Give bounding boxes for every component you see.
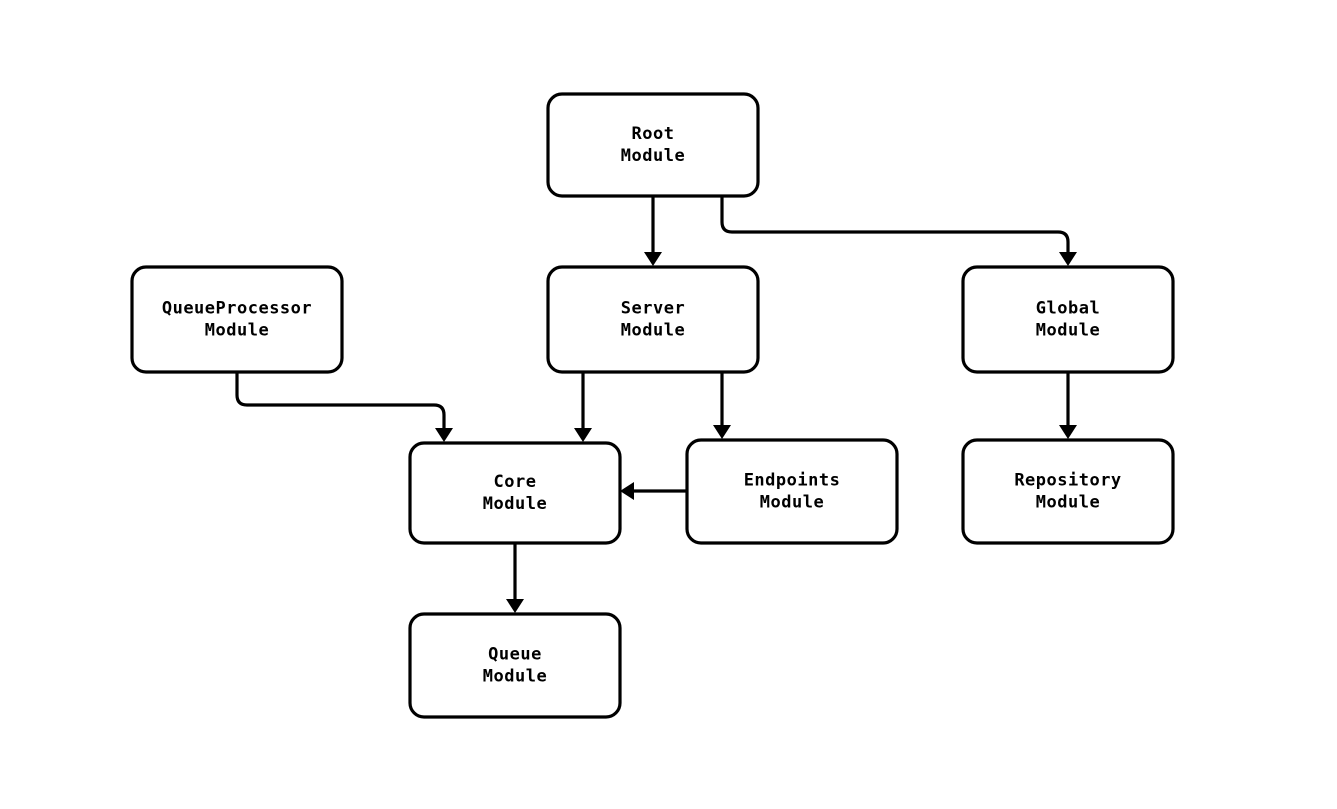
arrow-head-icon xyxy=(644,252,662,266)
nodes-layer: RootModuleQueueProcessorModuleServerModu… xyxy=(130,92,1175,719)
arrow-head-icon xyxy=(506,599,524,613)
node-box[interactable] xyxy=(546,92,760,198)
edge-global-to-repository xyxy=(1059,372,1077,439)
arrow-head-icon xyxy=(1059,252,1077,266)
node-box[interactable] xyxy=(961,265,1175,374)
edge-line xyxy=(235,372,446,428)
arrow-head-icon xyxy=(435,428,453,442)
edge-queueprocessor-to-core xyxy=(235,372,453,442)
node-label-line2: Module xyxy=(621,146,685,166)
node-label-line1: Queue xyxy=(488,645,542,665)
edge-root-to-server xyxy=(644,196,662,266)
arrow-head-icon xyxy=(620,482,634,500)
node-box[interactable] xyxy=(685,438,899,545)
node-label-line1: Root xyxy=(632,124,675,144)
edge-server-to-endpoints xyxy=(713,372,731,439)
node-label-line1: Repository xyxy=(1014,471,1121,491)
edge-core-to-queue xyxy=(506,543,524,613)
node-label-line2: Module xyxy=(483,494,547,514)
node-label-line2: Module xyxy=(760,493,824,513)
node-box[interactable] xyxy=(130,265,344,374)
node-label-line1: Core xyxy=(494,472,537,492)
node-box[interactable] xyxy=(408,612,622,719)
edge-server-to-core xyxy=(574,372,592,442)
node-box[interactable] xyxy=(408,441,622,545)
edge-line xyxy=(720,196,1070,252)
node-label-line2: Module xyxy=(483,667,547,687)
node-box[interactable] xyxy=(961,438,1175,545)
node-label-line2: Module xyxy=(1036,321,1100,341)
node-label-line1: Server xyxy=(621,299,685,319)
node-label-line2: Module xyxy=(205,321,269,341)
arrow-head-icon xyxy=(713,425,731,439)
arrow-head-icon xyxy=(574,428,592,442)
arrow-head-icon xyxy=(1059,425,1077,439)
node-label-line2: Module xyxy=(1036,493,1100,513)
edges-layer xyxy=(235,196,1077,613)
node-box[interactable] xyxy=(546,265,760,374)
node-label-line2: Module xyxy=(621,321,685,341)
node-label-line1: Global xyxy=(1036,299,1100,319)
edge-root-to-global xyxy=(720,196,1077,266)
node-label-line1: Endpoints xyxy=(744,471,841,491)
node-label-line1: QueueProcessor xyxy=(162,299,312,319)
edge-endpoints-to-core xyxy=(620,482,687,500)
